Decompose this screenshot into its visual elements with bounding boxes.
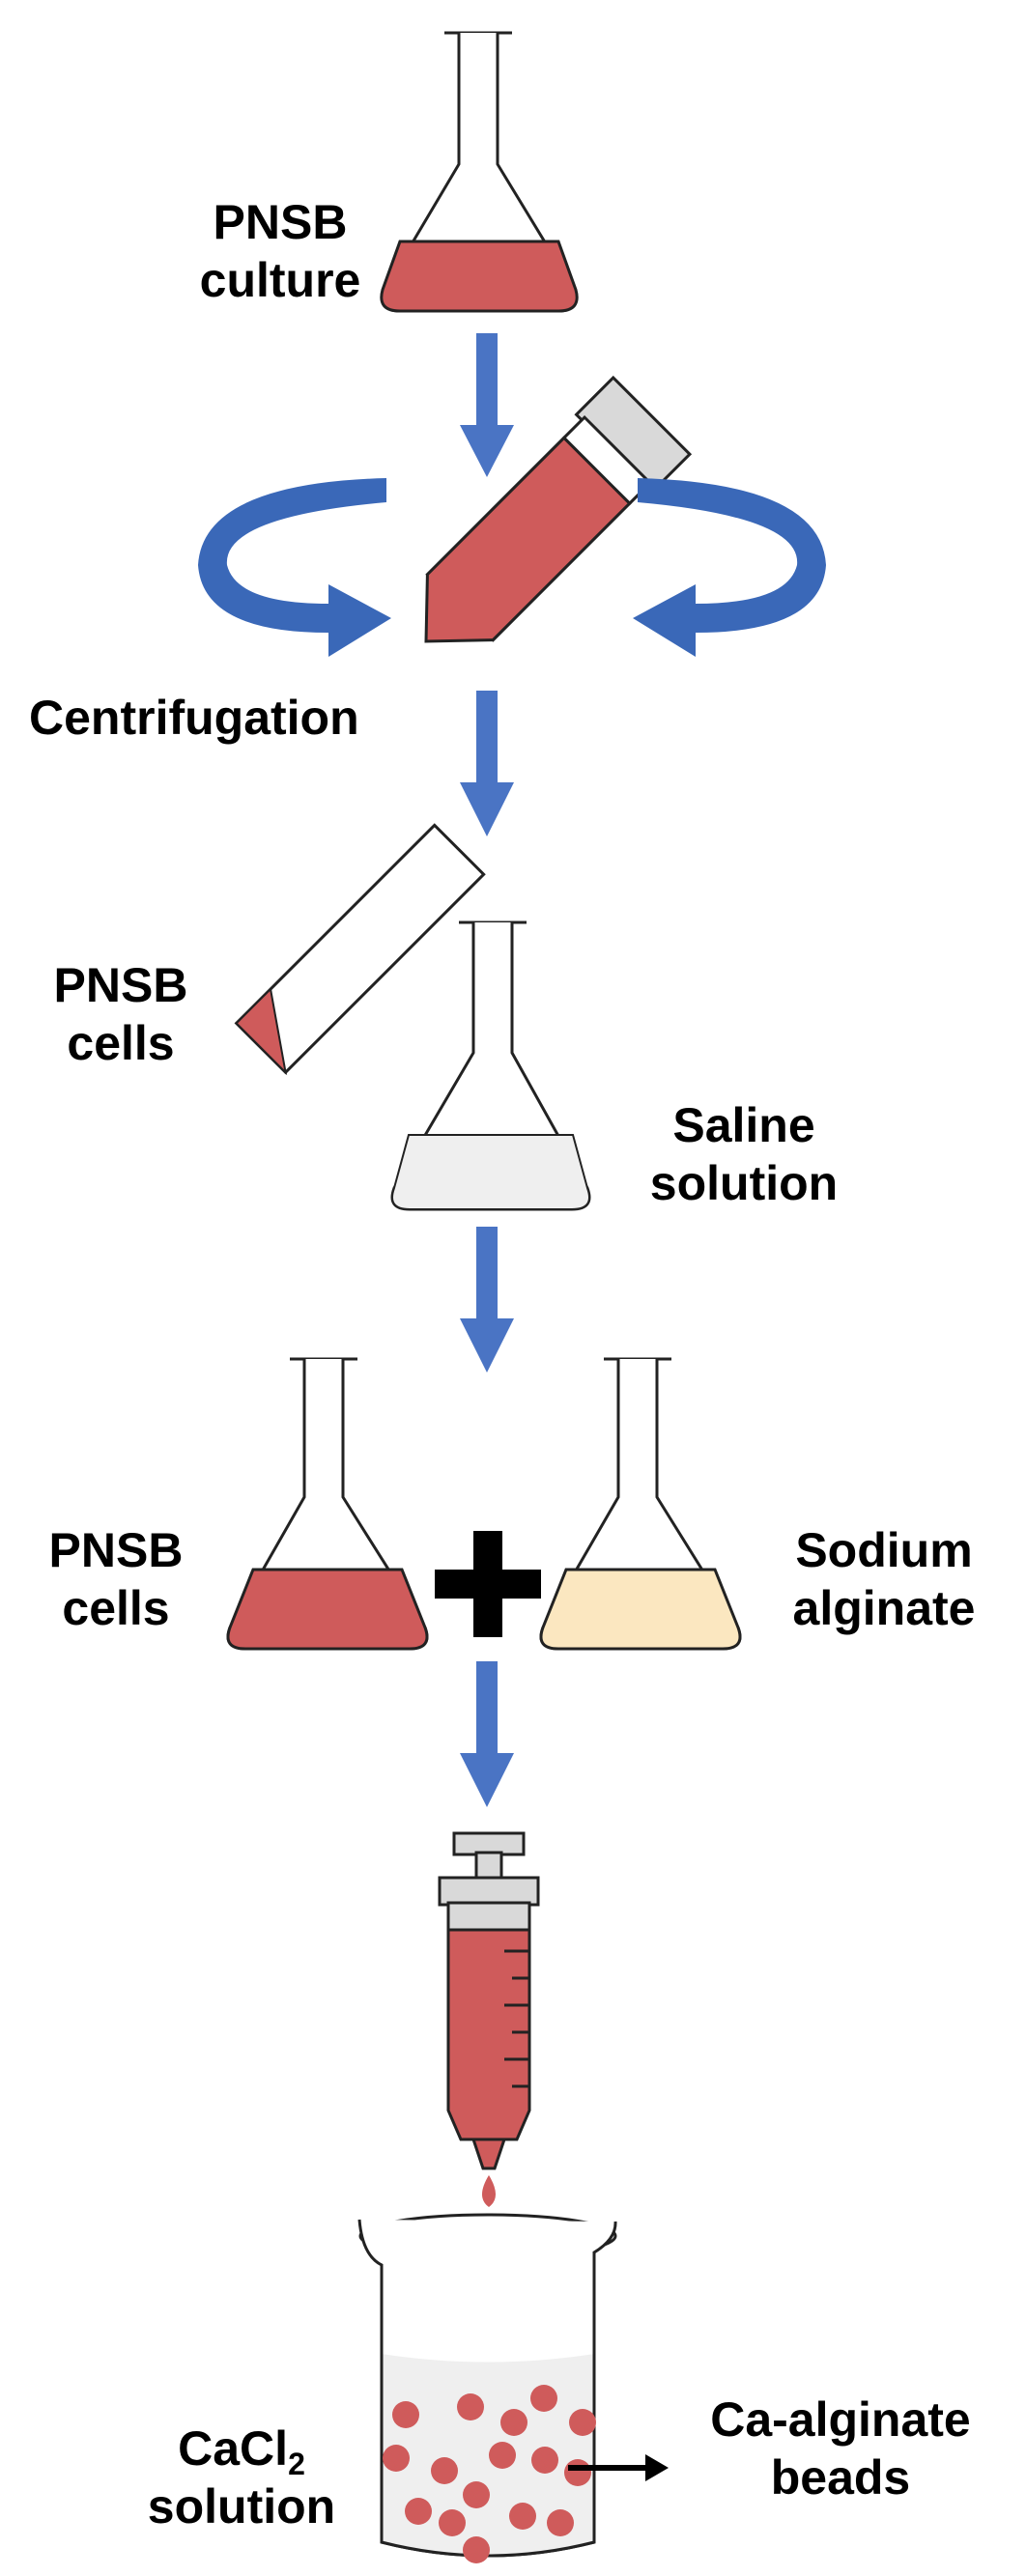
alginate-label: Sodium alginate [754,1521,1014,1637]
cacl2-label-subscript: 2 [288,2447,305,2481]
alginate-label-line1: Sodium [795,1523,973,1577]
beads-label-line1: Ca-alginate [710,2392,971,2447]
cells-flask-label-line1: PNSB [48,1523,184,1577]
flow-arrow-icon [460,691,514,836]
centrifugation-label-text: Centrifugation [29,691,359,745]
culture-label: PNSB culture [164,193,396,309]
cacl2-label-prefix: CaCl [178,2421,289,2476]
beads-pointer-arrow [568,2454,669,2481]
cells-tube-label-line1: PNSB [53,958,188,1012]
cacl2-label-line1: CaCl2 [116,2420,367,2479]
plus-icon [435,1531,541,1637]
cells-tube-label-line2: cells [67,1016,175,1070]
saline-flask-icon [390,920,591,1211]
alginate-label-line2: alginate [792,1581,976,1635]
cells-tube-icon [234,823,486,1076]
cells-tube-label: PNSB cells [39,956,203,1072]
centrifuge-tube-icon [424,375,693,643]
saline-label: Saline solution [618,1096,869,1212]
beads-group [383,2385,596,2563]
culture-label-line2: culture [199,253,361,307]
beads-label-line2: beads [770,2450,911,2505]
cells-flask-label: PNSB cells [29,1521,203,1637]
flow-arrow-icon [460,333,514,477]
alginate-flask-icon [539,1357,742,1651]
flow-arrow-icon [460,1661,514,1807]
saline-label-line1: Saline [672,1098,815,1152]
syringe-icon [438,1831,540,2207]
flow-arrow-icon [460,1227,514,1373]
rotation-arrow-icon [198,478,826,657]
cacl2-label-line2: solution [147,2479,336,2534]
beads-label: Ca-alginate beads [676,2391,1005,2506]
saline-label-line2: solution [649,1156,839,1210]
centrifugation-label: Centrifugation [29,689,359,747]
cells-flask-icon [226,1357,429,1651]
culture-flask-icon [380,31,579,313]
cells-flask-label-line2: cells [62,1581,170,1635]
culture-label-line1: PNSB [213,195,348,249]
cacl2-label: CaCl2 solution [116,2420,367,2535]
beaker-icon [357,2213,617,2563]
